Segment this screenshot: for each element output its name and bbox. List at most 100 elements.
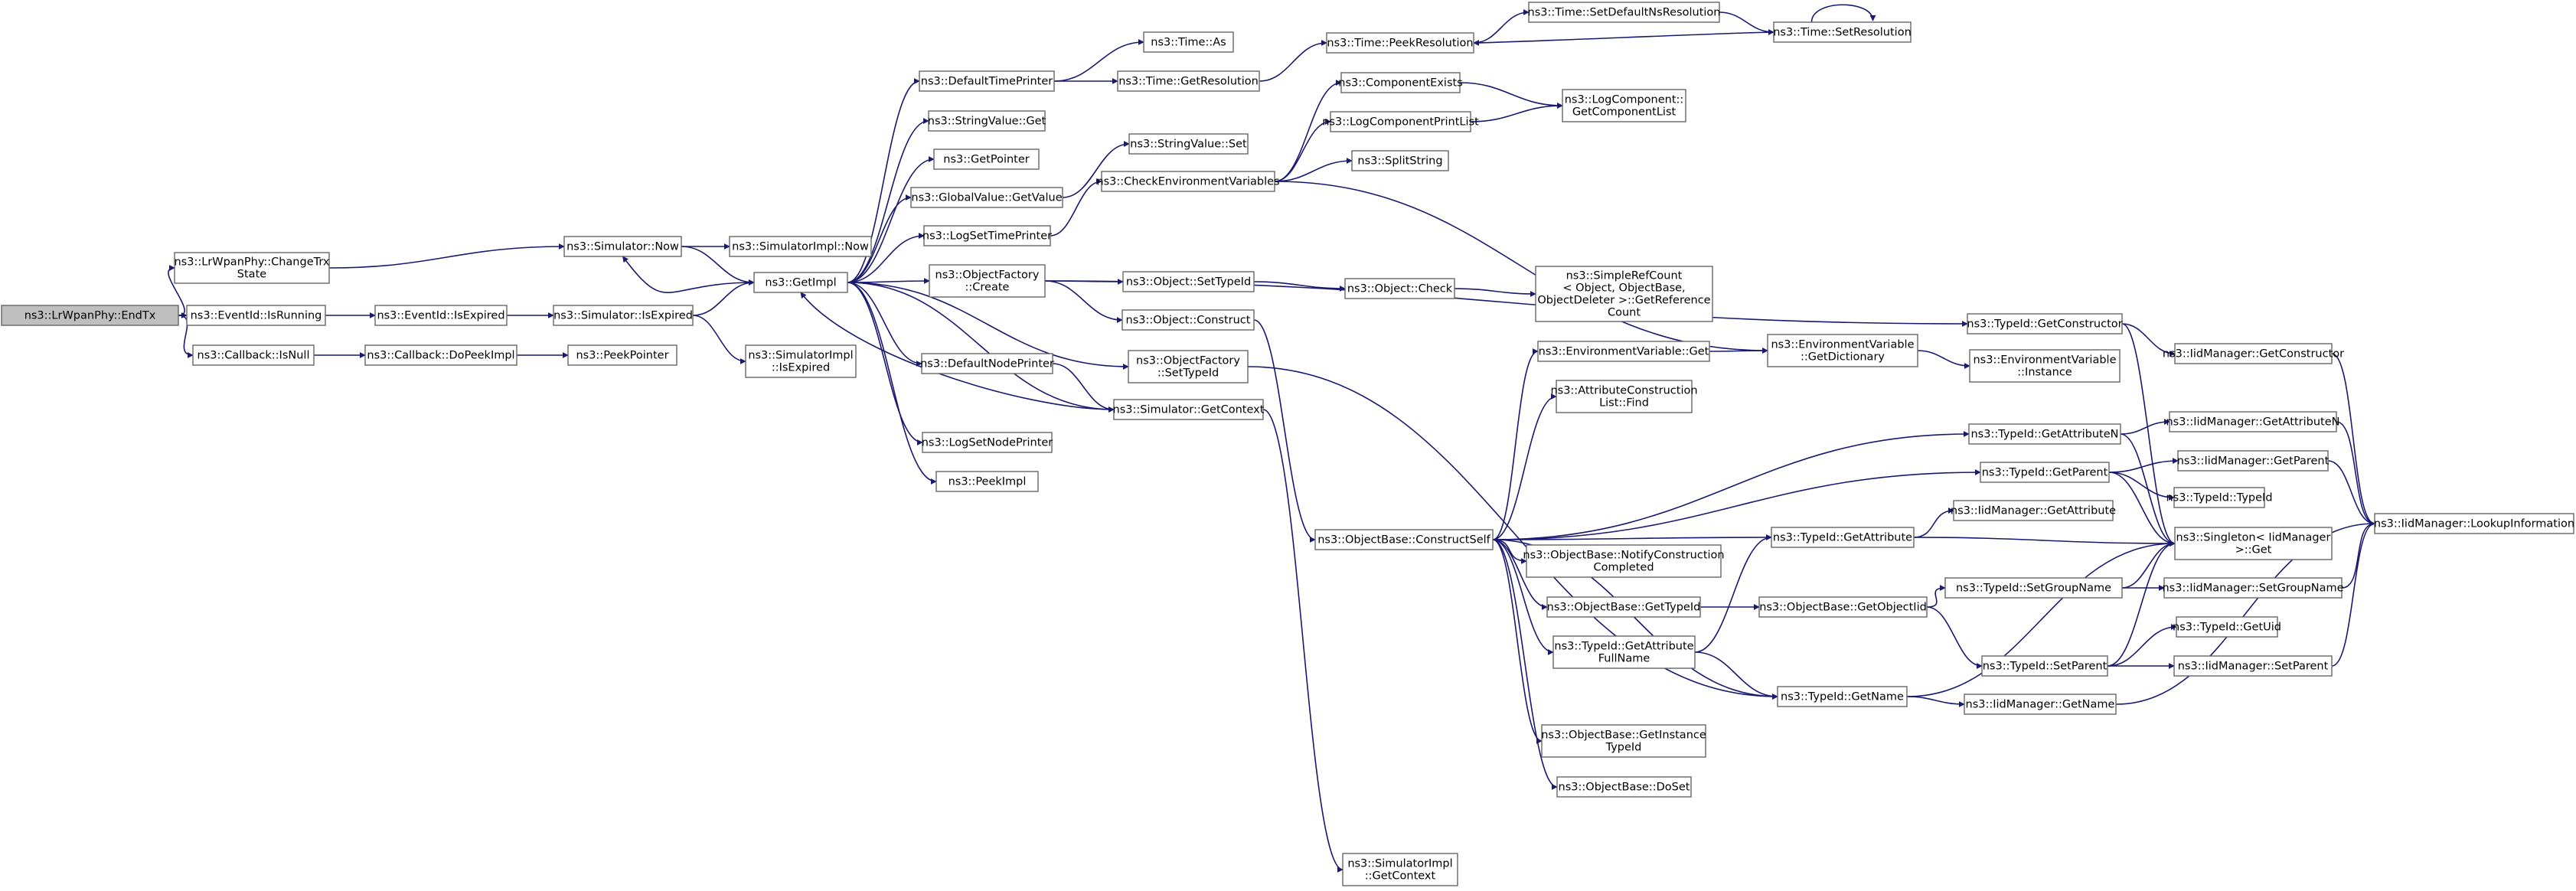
node-label: ns3::Object::SetTypeId xyxy=(1126,276,1251,288)
node-log-set-time-printer[interactable]: ns3::LogSetTimePrinter xyxy=(922,225,1052,246)
node-iid-get-attribute[interactable]: ns3::IidManager::GetAttribute xyxy=(1951,500,2116,521)
node-label: ns3::LogSetNodePrinter xyxy=(922,436,1053,449)
edge-construct-self-to-get-instance-type-id xyxy=(1492,539,1543,744)
node-label: ns3::Time::SetDefaultNsResolution xyxy=(1528,6,1721,18)
node-label: ::IsExpired xyxy=(772,361,830,374)
node-label: ns3::Callback::IsNull xyxy=(198,349,310,361)
node-sim-impl-now[interactable]: ns3::SimulatorImpl::Now xyxy=(729,236,872,257)
edge-object-factory-create-to-object-construct xyxy=(1044,280,1123,323)
node-time-as[interactable]: ns3::Time::As xyxy=(1143,31,1234,53)
node-type-id-get-constructor[interactable]: ns3::TypeId::GetConstructor xyxy=(1967,313,2123,335)
node-type-id-get-attribute[interactable]: ns3::TypeId::GetAttribute xyxy=(1771,527,1915,548)
node-env-var-instance[interactable]: ns3::EnvironmentVariable::Instance xyxy=(1969,349,2121,383)
node-iid-set-parent[interactable]: ns3::IidManager::SetParent xyxy=(2173,655,2333,677)
node-sim-is-expired[interactable]: ns3::Simulator::IsExpired xyxy=(553,305,694,326)
edge-iid-get-attribute-n-to-iid-lookup-info xyxy=(2336,421,2375,527)
node-label: ns3::Callback::DoPeekImpl xyxy=(367,349,514,361)
node-iid-lookup-info[interactable]: ns3::IidManager::LookupInformation xyxy=(2374,513,2574,534)
node-object-factory-create[interactable]: ns3::ObjectFactory::Create xyxy=(929,264,1046,298)
node-construct-self[interactable]: ns3::ObjectBase::ConstructSelf xyxy=(1314,529,1494,550)
node-box xyxy=(563,236,682,257)
node-sim-get-context[interactable]: ns3::Simulator::GetContext xyxy=(1113,399,1265,420)
node-time-set-default-ns-res[interactable]: ns3::Time::SetDefaultNsResolution xyxy=(1528,2,1721,23)
node-box xyxy=(1980,462,2110,483)
node-label: ns3::DefaultNodePrinter xyxy=(920,357,1054,370)
edge-sim-is-expired-to-sim-impl-is-expired xyxy=(692,315,746,364)
node-type-id-get-uid[interactable]: ns3::TypeId::GetUid xyxy=(2173,616,2281,638)
node-iid-get-attribute-n[interactable]: ns3::IidManager::GetAttributeN xyxy=(2166,411,2340,432)
node-object-check[interactable]: ns3::Object::Check xyxy=(1344,278,1455,299)
node-box xyxy=(1,305,179,326)
node-notify-construction[interactable]: ns3::ObjectBase::NotifyConstructionCompl… xyxy=(1523,544,1725,578)
node-label: ns3::GetImpl xyxy=(765,276,836,289)
node-label: ns3::Simulator::IsExpired xyxy=(553,309,693,321)
node-type-id-get-attribute-n[interactable]: ns3::TypeId::GetAttributeN xyxy=(1968,423,2121,445)
node-string-value-get[interactable]: ns3::StringValue::Get xyxy=(928,110,1046,132)
node-do-peek-impl[interactable]: ns3::Callback::DoPeekImpl xyxy=(364,344,517,366)
node-log-comp-get-list[interactable]: ns3::LogComponent::GetComponentList xyxy=(1562,89,1686,122)
edge-iid-set-parent-to-iid-lookup-info xyxy=(2331,521,2375,667)
node-iid-set-group-name[interactable]: ns3::IidManager::SetGroupName xyxy=(2162,577,2344,599)
node-peek-pointer[interactable]: ns3::PeekPointer xyxy=(567,344,677,366)
node-label: ns3::CheckEnvironmentVariables xyxy=(1096,175,1279,188)
node-time-set-resolution[interactable]: ns3::Time::SetResolution xyxy=(1773,21,1912,43)
node-get-pointer[interactable]: ns3::GetPointer xyxy=(933,148,1040,170)
node-label: < Object, ObjectBase, xyxy=(1562,282,1685,294)
node-global-value-get-value[interactable]: ns3::GlobalValue::GetValue xyxy=(910,187,1063,208)
node-sim-impl-get-context[interactable]: ns3::SimulatorImpl::GetContext xyxy=(1342,853,1458,886)
node-type-id-set-group-name[interactable]: ns3::TypeId::SetGroupName xyxy=(1944,577,2123,599)
node-check-env-vars[interactable]: ns3::CheckEnvironmentVariables xyxy=(1096,171,1280,192)
node-type-id-set-parent[interactable]: ns3::TypeId::SetParent xyxy=(1981,655,2108,677)
node-default-time-printer[interactable]: ns3::DefaultTimePrinter xyxy=(919,70,1055,92)
node-sim-now[interactable]: ns3::Simulator::Now xyxy=(563,236,682,257)
node-is-expired[interactable]: ns3::EventId::IsExpired xyxy=(374,305,508,326)
node-label: ::GetContext xyxy=(1365,870,1436,882)
node-type-id-type-id[interactable]: ns3::TypeId::TypeId xyxy=(2166,487,2273,508)
node-label: ns3::SimulatorImpl::Now xyxy=(732,240,869,253)
node-simple-ref-count[interactable]: ns3::SimpleRefCount< Object, ObjectBase,… xyxy=(1535,266,1713,322)
node-component-exists[interactable]: ns3::ComponentExists xyxy=(1338,72,1463,93)
node-box xyxy=(1969,349,2121,383)
node-box xyxy=(1330,111,1471,132)
node-root[interactable]: ns3::LrWpanPhy::EndTx xyxy=(1,305,179,326)
node-label: ns3::TypeId::GetAttribute xyxy=(1773,531,1912,543)
node-is-null[interactable]: ns3::Callback::IsNull xyxy=(192,344,315,366)
node-iid-get-parent[interactable]: ns3::IidManager::GetParent xyxy=(2177,450,2330,472)
node-object-construct[interactable]: ns3::Object::Construct xyxy=(1121,309,1255,331)
node-time-peek-resolution[interactable]: ns3::Time::PeekResolution xyxy=(1326,32,1474,54)
node-default-node-printer[interactable]: ns3::DefaultNodePrinter xyxy=(920,353,1054,374)
node-log-component-print-list[interactable]: ns3::LogComponentPrintList xyxy=(1322,111,1479,132)
node-env-var-get[interactable]: ns3::EnvironmentVariable::Get xyxy=(1537,341,1710,362)
node-obj-base-do-set[interactable]: ns3::ObjectBase::DoSet xyxy=(1556,776,1692,798)
node-string-value-set[interactable]: ns3::StringValue::Set xyxy=(1128,133,1249,155)
node-type-id-get-name[interactable]: ns3::TypeId::GetName xyxy=(1777,686,1908,707)
node-log-set-node-printer[interactable]: ns3::LogSetNodePrinter xyxy=(922,432,1053,453)
node-time-get-resolution[interactable]: ns3::Time::GetResolution xyxy=(1117,70,1260,92)
node-split-string[interactable]: ns3::SplitString xyxy=(1351,150,1449,171)
node-type-id-get-parent[interactable]: ns3::TypeId::GetParent xyxy=(1980,462,2110,483)
node-label: ns3::LogSetTimePrinter xyxy=(922,230,1052,242)
node-singleton-get[interactable]: ns3::Singleton< IidManager>::Get xyxy=(2174,527,2333,560)
node-label: ns3::LogComponentPrintList xyxy=(1322,116,1479,128)
node-label: ns3::TypeId::TypeId xyxy=(2166,491,2272,504)
node-obj-base-get-type-id[interactable]: ns3::ObjectBase::GetTypeId xyxy=(1546,596,1701,618)
node-box xyxy=(1528,2,1720,23)
node-object-set-type-id[interactable]: ns3::Object::SetTypeId xyxy=(1122,271,1255,292)
node-get-object-iid[interactable]: ns3::ObjectBase::GetObjectIid xyxy=(1758,596,1928,618)
node-is-running[interactable]: ns3::EventId::IsRunning xyxy=(186,305,326,326)
node-obj-factory-set-type-id[interactable]: ns3::ObjectFactory::SetTypeId xyxy=(1128,350,1249,383)
node-label: ns3::EventId::IsRunning xyxy=(191,309,322,321)
node-env-var-get-dict[interactable]: ns3::EnvironmentVariable::GetDictionary xyxy=(1767,334,1918,367)
edge-construct-self-to-type-id-get-attribute-n xyxy=(1492,431,1970,540)
node-box xyxy=(1546,596,1701,618)
node-iid-get-name[interactable]: ns3::IidManager::GetName xyxy=(1964,694,2117,715)
node-peek-impl[interactable]: ns3::PeekImpl xyxy=(935,471,1039,492)
node-sim-impl-is-expired[interactable]: ns3::SimulatorImpl::IsExpired xyxy=(745,344,857,378)
node-iid-get-constructor[interactable]: ns3::IidManager::GetConstructor xyxy=(2163,343,2344,364)
node-box xyxy=(1113,399,1264,420)
node-get-impl[interactable]: ns3::GetImpl xyxy=(753,272,848,293)
